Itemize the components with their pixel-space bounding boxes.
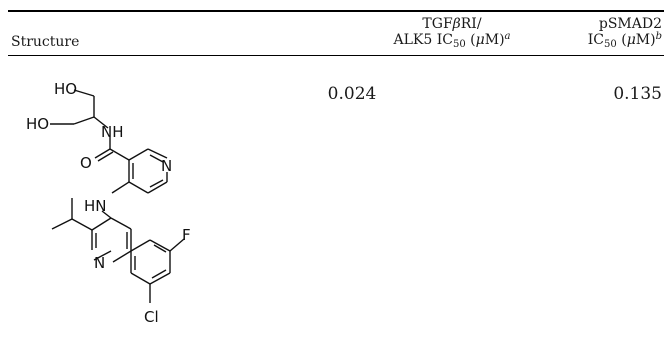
table-top-rule [8, 10, 664, 12]
header-alk5-ic50: TGFβRI/ ALK5 IC50 (μM)a [300, 16, 604, 50]
footnote-marker-b: b [655, 31, 662, 42]
header-psmad2-line1: pSMAD2 [598, 16, 662, 32]
header-alk5-line2: ALK5 IC50 (μM)a [393, 31, 511, 50]
atom-label-nh-amide: NH [101, 123, 124, 141]
atom-label-ho-left: HO [26, 115, 49, 133]
header-psmad2-ic50: pSMAD2 IC50 (μM)b [542, 16, 662, 50]
atom-label-hn-linker: HN [84, 197, 107, 215]
cell-psmad2-ic50-value: 0.135 [613, 84, 662, 104]
atom-label-pyridine-n-bottom: N [94, 254, 105, 272]
header-structure: Structure [11, 34, 80, 50]
atom-label-ho-top: HO [54, 80, 77, 98]
header-alk5-line1: TGFβRI/ [422, 16, 482, 32]
atom-label-pyridine-n-top: N [161, 157, 172, 175]
cell-alk5-ic50-value: 0.024 [327, 84, 377, 104]
header-psmad2-line2: IC50 (μM)b [587, 31, 662, 50]
atom-label-fluorine: F [182, 226, 191, 244]
atom-label-chlorine: Cl [144, 308, 159, 326]
structure-bonds [50, 89, 185, 303]
table-header-rule [8, 55, 664, 56]
atom-label-carbonyl-o: O [80, 154, 92, 172]
footnote-marker-a: a [504, 31, 511, 42]
